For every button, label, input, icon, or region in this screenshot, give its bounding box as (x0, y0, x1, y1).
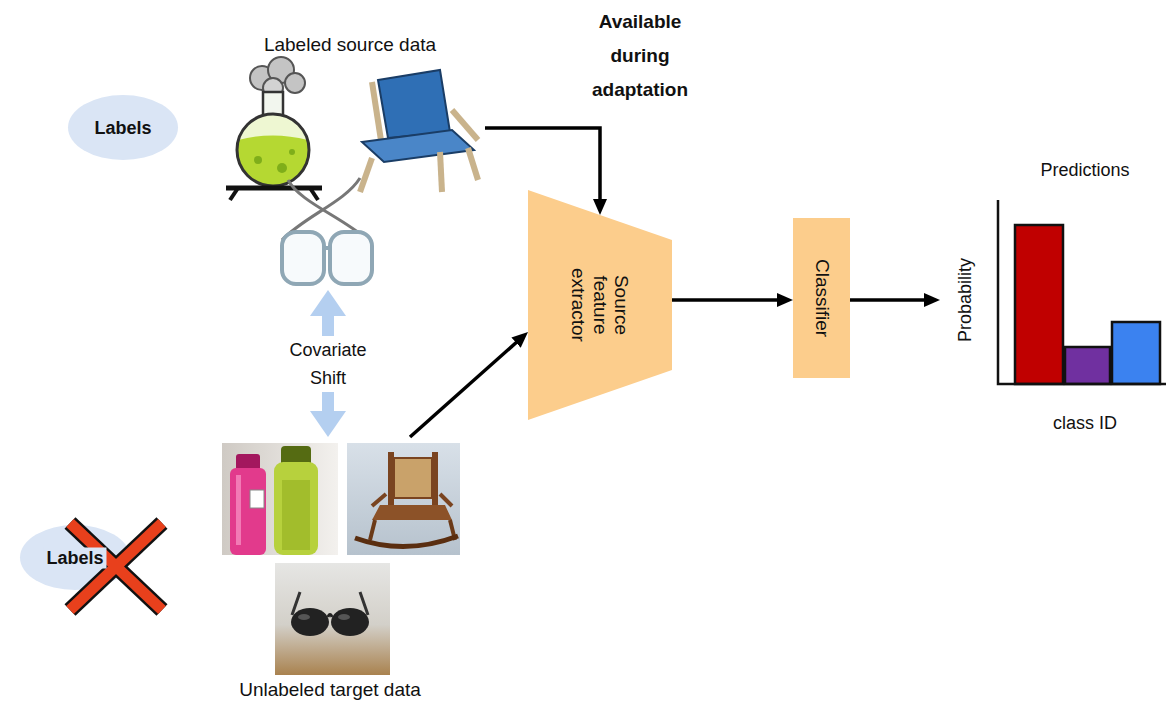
flask-icon (230, 188, 238, 200)
sunglasses-photo (338, 614, 350, 620)
sunglasses-photo (291, 608, 329, 636)
text-slot: Classifier (811, 259, 833, 337)
flask-icon (285, 73, 305, 93)
flow-arrow (672, 298, 787, 302)
edge-label: Covariate Shift (278, 336, 378, 392)
rocking-chair-photo (394, 458, 432, 498)
node-text: Classifier (811, 259, 833, 337)
node-text: Labels (43, 547, 106, 568)
bottles-photo (250, 490, 264, 508)
armchair-icon (378, 70, 450, 138)
goggles-icon (324, 246, 330, 250)
node-text: Probability (955, 258, 976, 342)
rocking-chair-photo (370, 520, 375, 540)
flask-icon (237, 136, 309, 186)
text-slot: Labels (43, 547, 106, 568)
bottles-photo (236, 475, 241, 545)
flow-arrow (410, 336, 524, 437)
target-data-group: Unlabeled target data (195, 437, 465, 707)
labels-ellipse: Labels (68, 95, 178, 160)
trapezoid-shape (528, 190, 672, 420)
annotation-text: Available during adaptation (570, 5, 710, 107)
rocking-chair-photo (440, 494, 452, 506)
bottles-photo (230, 468, 266, 555)
armchair-icon (360, 158, 372, 192)
source-data-group: Labeled source data (215, 30, 485, 290)
probability-bar (1112, 322, 1160, 384)
node-text: class ID (1053, 413, 1117, 434)
ellipse-shape (68, 95, 178, 160)
node-text: Source feature extractor (568, 255, 632, 355)
goggles-icon (282, 178, 372, 284)
chart-axes (998, 200, 1166, 384)
armchair-icon (362, 130, 474, 162)
node-text: Unlabeled target data (239, 679, 421, 701)
sunglasses-photo (275, 563, 390, 675)
probability-bar (1015, 225, 1063, 384)
flask-icon (254, 156, 262, 164)
text-slot: Labels (94, 117, 151, 138)
feature-extractor: Source feature extractor (528, 190, 672, 420)
text-slot: Source feature extractor (568, 255, 632, 355)
sunglasses-photo (331, 608, 369, 636)
bottles-photo (222, 443, 338, 555)
sunglasses-photo (298, 614, 310, 620)
text-slot: Predictions (1040, 160, 1129, 181)
flow-arrow (850, 298, 934, 302)
bottles-photo (274, 462, 318, 555)
text-slot: Unlabeled target data (195, 679, 465, 701)
flask-icon (277, 163, 287, 173)
label-text: Available during adaptation (570, 5, 710, 107)
flask-icon (310, 188, 318, 200)
rocking-chair-photo (347, 443, 460, 555)
edge-label-slot: Covariate Shift (278, 336, 378, 392)
armchair-icon (452, 110, 478, 140)
sunglasses-photo (328, 615, 332, 618)
node-text: Labeled source data (264, 34, 436, 56)
flask-icon (237, 114, 309, 186)
armchair-icon (360, 70, 478, 192)
node-text: Labels (94, 117, 151, 138)
flask-icon (237, 114, 309, 186)
rect-shape (793, 218, 850, 378)
bottles-photo (282, 480, 310, 550)
rocking-chair-photo (372, 494, 386, 506)
flask-icon (226, 186, 322, 191)
armchair-icon (468, 148, 478, 180)
labels-ellipse: Labels (20, 525, 130, 590)
bottles-photo (222, 443, 338, 555)
rocking-chair-photo (372, 505, 452, 520)
prediction-chart: PredictionsProbability class ID (940, 155, 1170, 440)
flask-icon (289, 149, 295, 155)
text-slot: Labeled source data (215, 34, 485, 56)
flask-icon (226, 57, 322, 200)
goggles-icon (282, 232, 324, 284)
probability-bar (1065, 347, 1110, 384)
armchair-icon (440, 152, 442, 192)
sunglasses-photo (275, 563, 390, 675)
classifier-box: Classifier (793, 218, 850, 378)
node-text: Predictions (1040, 160, 1129, 181)
rocking-chair-photo (347, 443, 460, 555)
text-slot: class ID (1053, 413, 1117, 434)
goggles-icon (330, 232, 372, 284)
text-slot: Probability (955, 258, 976, 342)
rocking-chair-photo (355, 536, 458, 547)
